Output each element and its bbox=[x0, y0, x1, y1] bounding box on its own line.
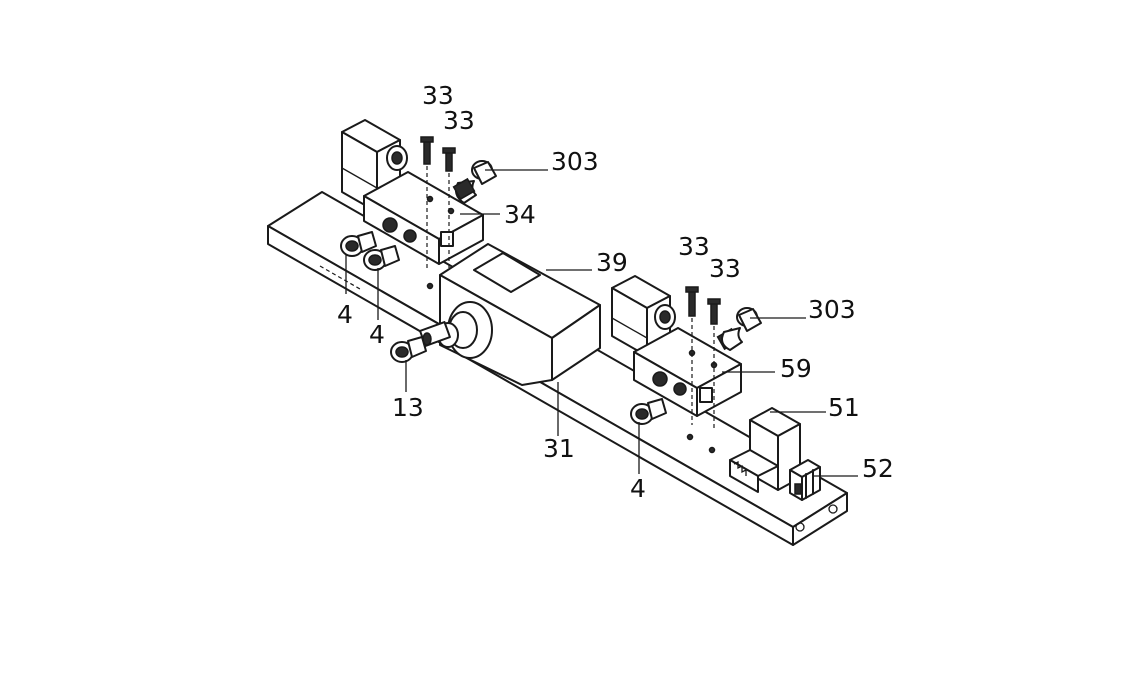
left-valve-assembly bbox=[340, 119, 497, 271]
label-4: 4 bbox=[630, 474, 646, 503]
label-51: 51 bbox=[828, 393, 860, 422]
label-303: 303 bbox=[551, 147, 599, 176]
right-valve-assembly bbox=[611, 275, 762, 430]
fitting-left-b bbox=[363, 245, 400, 271]
label-33: 33 bbox=[709, 254, 741, 283]
part-labels: 33 33 303 34 39 4 4 13 31 33 33 303 59 5… bbox=[337, 81, 894, 503]
terminal-52 bbox=[789, 459, 821, 501]
label-34: 34 bbox=[504, 200, 536, 229]
label-39: 39 bbox=[596, 248, 628, 277]
label-4: 4 bbox=[369, 320, 385, 349]
bracket-51 bbox=[729, 407, 801, 493]
fitting-right bbox=[630, 398, 667, 425]
cylinder-block bbox=[419, 243, 601, 386]
label-31: 31 bbox=[543, 434, 575, 463]
label-33: 33 bbox=[678, 232, 710, 261]
label-59: 59 bbox=[780, 354, 812, 383]
label-4: 4 bbox=[337, 300, 353, 329]
fitting-13 bbox=[390, 336, 427, 363]
label-303: 303 bbox=[808, 295, 856, 324]
label-13: 13 bbox=[392, 393, 424, 422]
label-33: 33 bbox=[422, 81, 454, 110]
label-52: 52 bbox=[862, 454, 894, 483]
fitting-left-a bbox=[340, 231, 377, 257]
leader-lines bbox=[345, 169, 858, 477]
label-33: 33 bbox=[443, 106, 475, 135]
